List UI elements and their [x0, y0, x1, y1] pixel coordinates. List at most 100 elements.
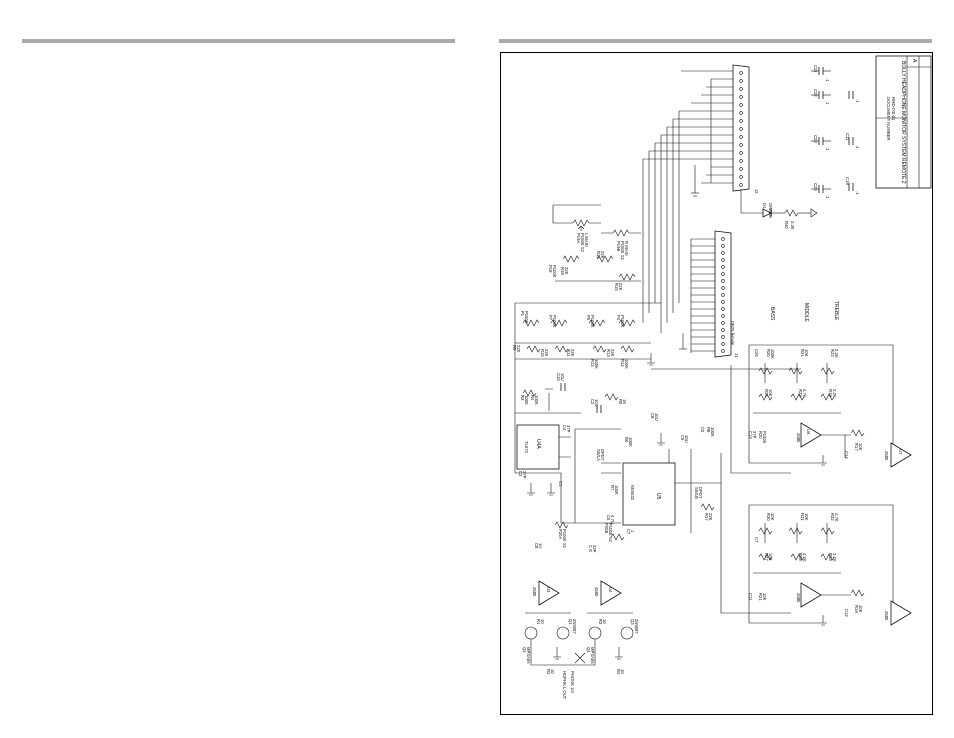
bass-label: BASS: [769, 307, 775, 321]
bypass-capacitors: C21 .1 C22 .1 .1 C23 .1 C11 .1 C20 .1 C1…: [811, 65, 860, 199]
svg-text:P4: P4: [616, 315, 621, 321]
svg-text:P100K: P100K: [590, 315, 595, 328]
svg-text:10U: 10U: [684, 435, 689, 443]
svg-text:10U: 10U: [594, 399, 599, 407]
svg-text:R8: R8: [706, 427, 711, 433]
svg-text:4580: 4580: [884, 451, 889, 461]
schematic-sheet: BOLLY HEADPHONE MONITOR SYSTEM REMOTE 2 …: [500, 52, 933, 715]
led-d1: D1 GREEN R40 3.3K: [740, 189, 818, 230]
svg-text:P18: P18: [548, 265, 553, 273]
svg-text:SW1B: SW1B: [694, 487, 699, 499]
j1-pins: [721, 237, 725, 353]
svg-text:L MAIN: L MAIN: [584, 233, 589, 247]
doc-number: RMD-IX0-01: [891, 97, 896, 121]
svg-text:22P: 22P: [592, 545, 597, 553]
svg-text:DPDT: DPDT: [600, 449, 605, 461]
svg-text:.1: .1: [630, 529, 635, 533]
svg-text:P7: P7: [548, 315, 553, 321]
connector-j1: J1 DB25 female: [714, 230, 739, 358]
treble-label: TREBLE: [833, 301, 839, 321]
svg-text:C14: C14: [844, 451, 849, 459]
svg-text:R6: R6: [624, 437, 629, 443]
svg-text:10K: 10K: [762, 593, 767, 601]
header-rule-right: [499, 39, 932, 43]
transistor-q4: [588, 626, 602, 640]
svg-text:R17: R17: [854, 443, 859, 451]
svg-text:27P: 27P: [752, 431, 757, 439]
svg-text:U7: U7: [898, 449, 903, 455]
svg-text:100K: 100K: [614, 485, 619, 495]
opamp-u7: [890, 442, 912, 468]
svg-text:2.2K: 2.2K: [834, 349, 839, 358]
svg-text:.1: .1: [855, 145, 860, 149]
transistor-q1: [556, 626, 570, 640]
tone-stack-lower: C7 R30 10K R31 10K R32 4.7K R27 10K R28 …: [748, 504, 912, 626]
chip-ne5532-label: NE5532: [630, 485, 635, 501]
svg-text:C26: C26: [754, 349, 759, 357]
svg-text:R21: R21: [758, 593, 763, 601]
svg-text:P20B: P20B: [604, 523, 609, 533]
svg-text:U6: U6: [806, 429, 811, 435]
main-volume-pots: P19A P100K X2 L MAIN P19B P100K X2 R MAI…: [548, 204, 641, 291]
svg-text:R2: R2: [546, 669, 551, 675]
svg-text:C12: C12: [844, 609, 849, 617]
svg-text:R40: R40: [784, 221, 789, 229]
svg-text:22K: 22K: [516, 345, 521, 353]
svg-text:10U: 10U: [654, 413, 659, 421]
svg-text:100K: 100K: [628, 437, 633, 447]
svg-text:R9: R9: [512, 345, 517, 351]
svg-text:22K: 22K: [618, 283, 623, 291]
svg-text:R12: R12: [590, 359, 595, 367]
svg-text:C5: C5: [700, 427, 705, 433]
j2-label: J2: [754, 189, 759, 194]
svg-text:R4: R4: [616, 669, 621, 675]
svg-text:Q4: Q4: [586, 647, 591, 653]
svg-text:P100K: P100K: [524, 311, 529, 324]
svg-text:R30: R30: [766, 513, 771, 521]
svg-text:R3: R3: [520, 395, 525, 401]
svg-text:R28: R28: [798, 553, 803, 561]
svg-text:10: 10: [620, 669, 625, 674]
svg-text:P19A: P19A: [576, 233, 581, 243]
svg-text:4.7K: 4.7K: [802, 553, 807, 562]
svg-text:C11: C11: [748, 593, 753, 601]
svg-text:C19: C19: [845, 177, 850, 185]
svg-text:C1: C1: [558, 481, 563, 487]
svg-text:.1: .1: [855, 191, 860, 195]
opamp-u3: [538, 580, 560, 606]
svg-text:10K: 10K: [770, 513, 775, 521]
svg-text:100K: 100K: [710, 427, 715, 437]
svg-text:R13: R13: [606, 349, 611, 357]
svg-text:10U: 10U: [560, 373, 565, 381]
cap-c22: C22 .1 .1: [811, 89, 860, 105]
svg-text:C7: C7: [626, 529, 631, 535]
svg-text:4580: 4580: [796, 433, 801, 443]
svg-text:C7: C7: [754, 537, 759, 543]
chip-u4a-label: U4A: [535, 439, 541, 449]
svg-text:Q1: Q1: [568, 619, 573, 625]
title-block: BOLLY HEADPHONE MONITOR SYSTEM REMOTE 2 …: [875, 55, 932, 189]
svg-text:R17: R17: [704, 513, 709, 521]
j2-pins: [739, 71, 743, 187]
svg-text:100K: 100K: [594, 359, 599, 369]
svg-text:10: 10: [550, 669, 555, 674]
chip-tl072-label: TL072: [524, 441, 529, 454]
svg-text:P5: P5: [586, 315, 591, 321]
svg-text:P100K: P100K: [762, 431, 767, 444]
svg-text:R16: R16: [596, 251, 601, 259]
svg-text:4.7K: 4.7K: [802, 389, 807, 398]
svg-text:R27: R27: [764, 553, 769, 561]
svg-text:C6: C6: [606, 515, 611, 521]
rev-text: A: [911, 59, 917, 63]
svg-text:.1: .1: [825, 147, 830, 151]
ground-symbols: [527, 353, 827, 660]
svg-text:R21: R21: [800, 349, 805, 357]
svg-text:U4: U4: [608, 587, 613, 593]
svg-text:C3: C3: [518, 471, 523, 477]
c10-label: C10: [556, 373, 561, 381]
svg-text:4580: 4580: [594, 587, 599, 597]
svg-text:R1: R1: [536, 619, 541, 625]
svg-text:R10: R10: [540, 349, 545, 357]
svg-text:4.7K: 4.7K: [834, 513, 839, 522]
svg-text:1K: 1K: [622, 399, 627, 404]
